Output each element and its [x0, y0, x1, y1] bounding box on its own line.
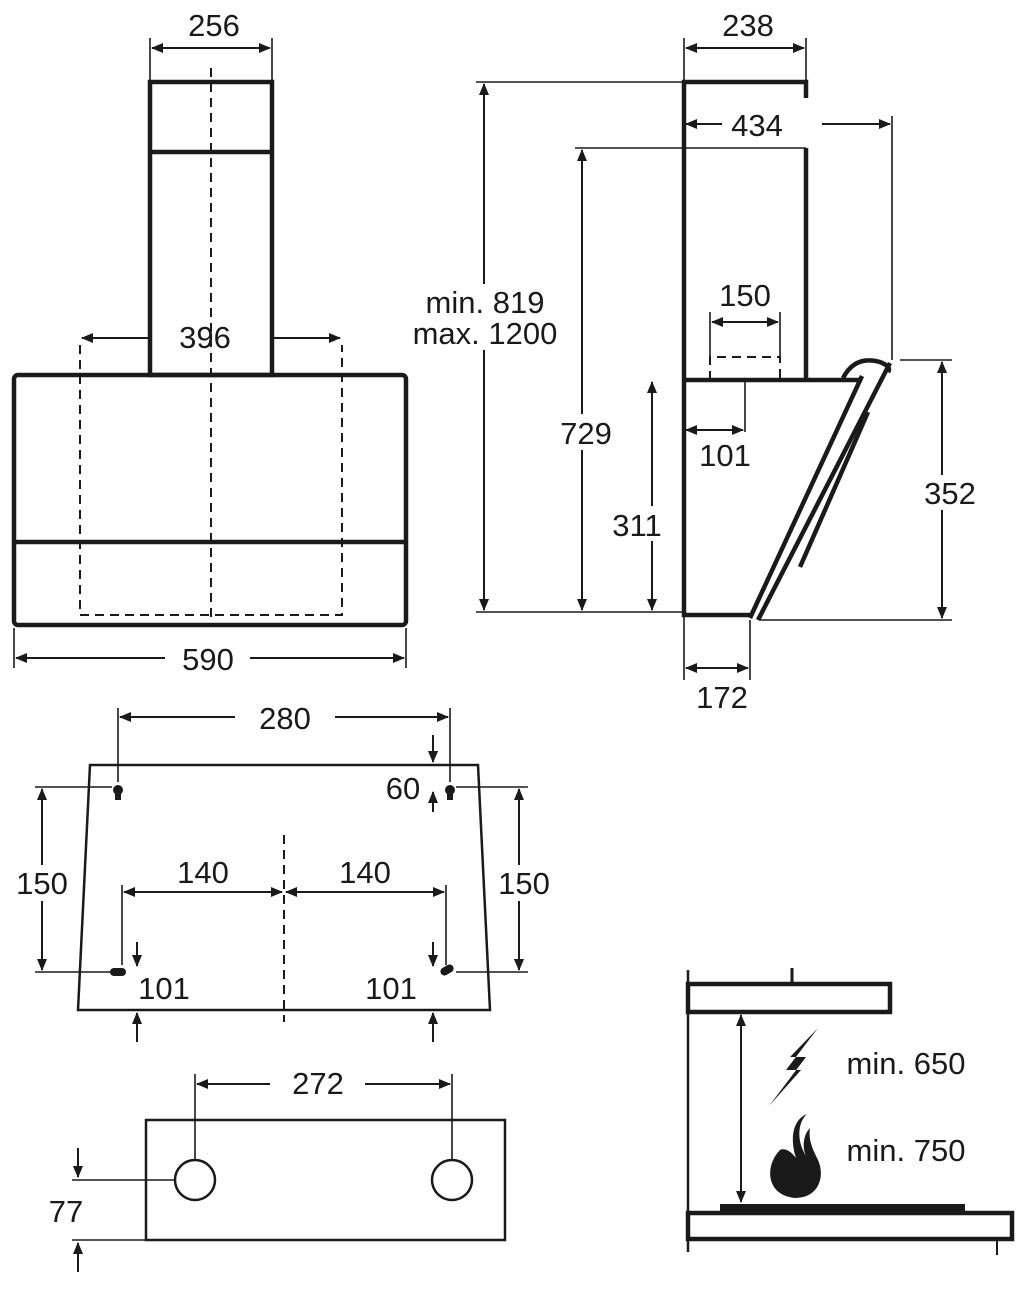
- hole-left: [173, 1158, 217, 1202]
- gas-clearance-label: min. 750: [847, 1133, 966, 1168]
- side-view: 238 434 150 101 172 352 311 72: [400, 8, 976, 715]
- dim-label-272: 272: [292, 1066, 344, 1101]
- template-outline: [76, 763, 492, 1012]
- front-view: 256 396 590: [11, 8, 409, 677]
- dim-label-172: 172: [696, 680, 748, 715]
- dim-label-max-height: max. 1200: [413, 316, 558, 351]
- dim-label-140-right: 140: [339, 855, 391, 890]
- bracket-template: 272 77: [49, 1066, 507, 1272]
- countertop: [685, 1210, 1015, 1242]
- slot-right: [440, 964, 454, 976]
- dim-label-140-left: 140: [177, 855, 229, 890]
- dim-label-729: 729: [560, 416, 612, 451]
- dim-label-280: 280: [259, 701, 311, 736]
- mounting-template: 280 60 150 150 140 140 101 101: [10, 701, 556, 1042]
- hob: [720, 1204, 965, 1213]
- hood-cabinet: [685, 981, 893, 1015]
- dim-label-101-side: 101: [699, 438, 751, 473]
- keyhole-right: [445, 785, 455, 800]
- flame-icon: [770, 1114, 821, 1198]
- dim-label-60: 60: [386, 771, 420, 806]
- dim-label-77: 77: [49, 1194, 83, 1229]
- dim-label-311: 311: [612, 508, 661, 543]
- dim-label-590: 590: [182, 642, 234, 677]
- electric-clearance-label: min. 650: [847, 1046, 966, 1081]
- hidden-outline: [79, 345, 343, 616]
- dim-label-101-right: 101: [365, 971, 417, 1006]
- duct-outline: [709, 356, 781, 380]
- side-body: [681, 380, 750, 618]
- dim-label-101-left: 101: [138, 971, 190, 1006]
- hole-right: [430, 1158, 474, 1202]
- dim-label-150-left: 150: [16, 866, 68, 901]
- lightning-icon: [769, 1028, 818, 1106]
- dim-label-150-right: 150: [498, 866, 550, 901]
- slot-left: [110, 968, 126, 976]
- dim-label-256: 256: [188, 8, 240, 43]
- dim-label-238: 238: [722, 8, 774, 43]
- side-chimney: [681, 79, 809, 380]
- bracket-outline: [144, 1118, 507, 1242]
- glass-panel: [747, 361, 893, 622]
- clearance-diagram: min. 650 min. 750: [685, 968, 1015, 1255]
- dim-label-434: 434: [731, 108, 783, 143]
- keyhole-left: [113, 785, 123, 800]
- dim-label-396: 396: [179, 320, 231, 355]
- hood-body: [11, 372, 409, 628]
- glass-hinge: [841, 358, 892, 380]
- dim-label-352: 352: [924, 476, 976, 511]
- dim-label-min-height: min. 819: [426, 285, 545, 320]
- dim-label-150-duct: 150: [719, 278, 771, 313]
